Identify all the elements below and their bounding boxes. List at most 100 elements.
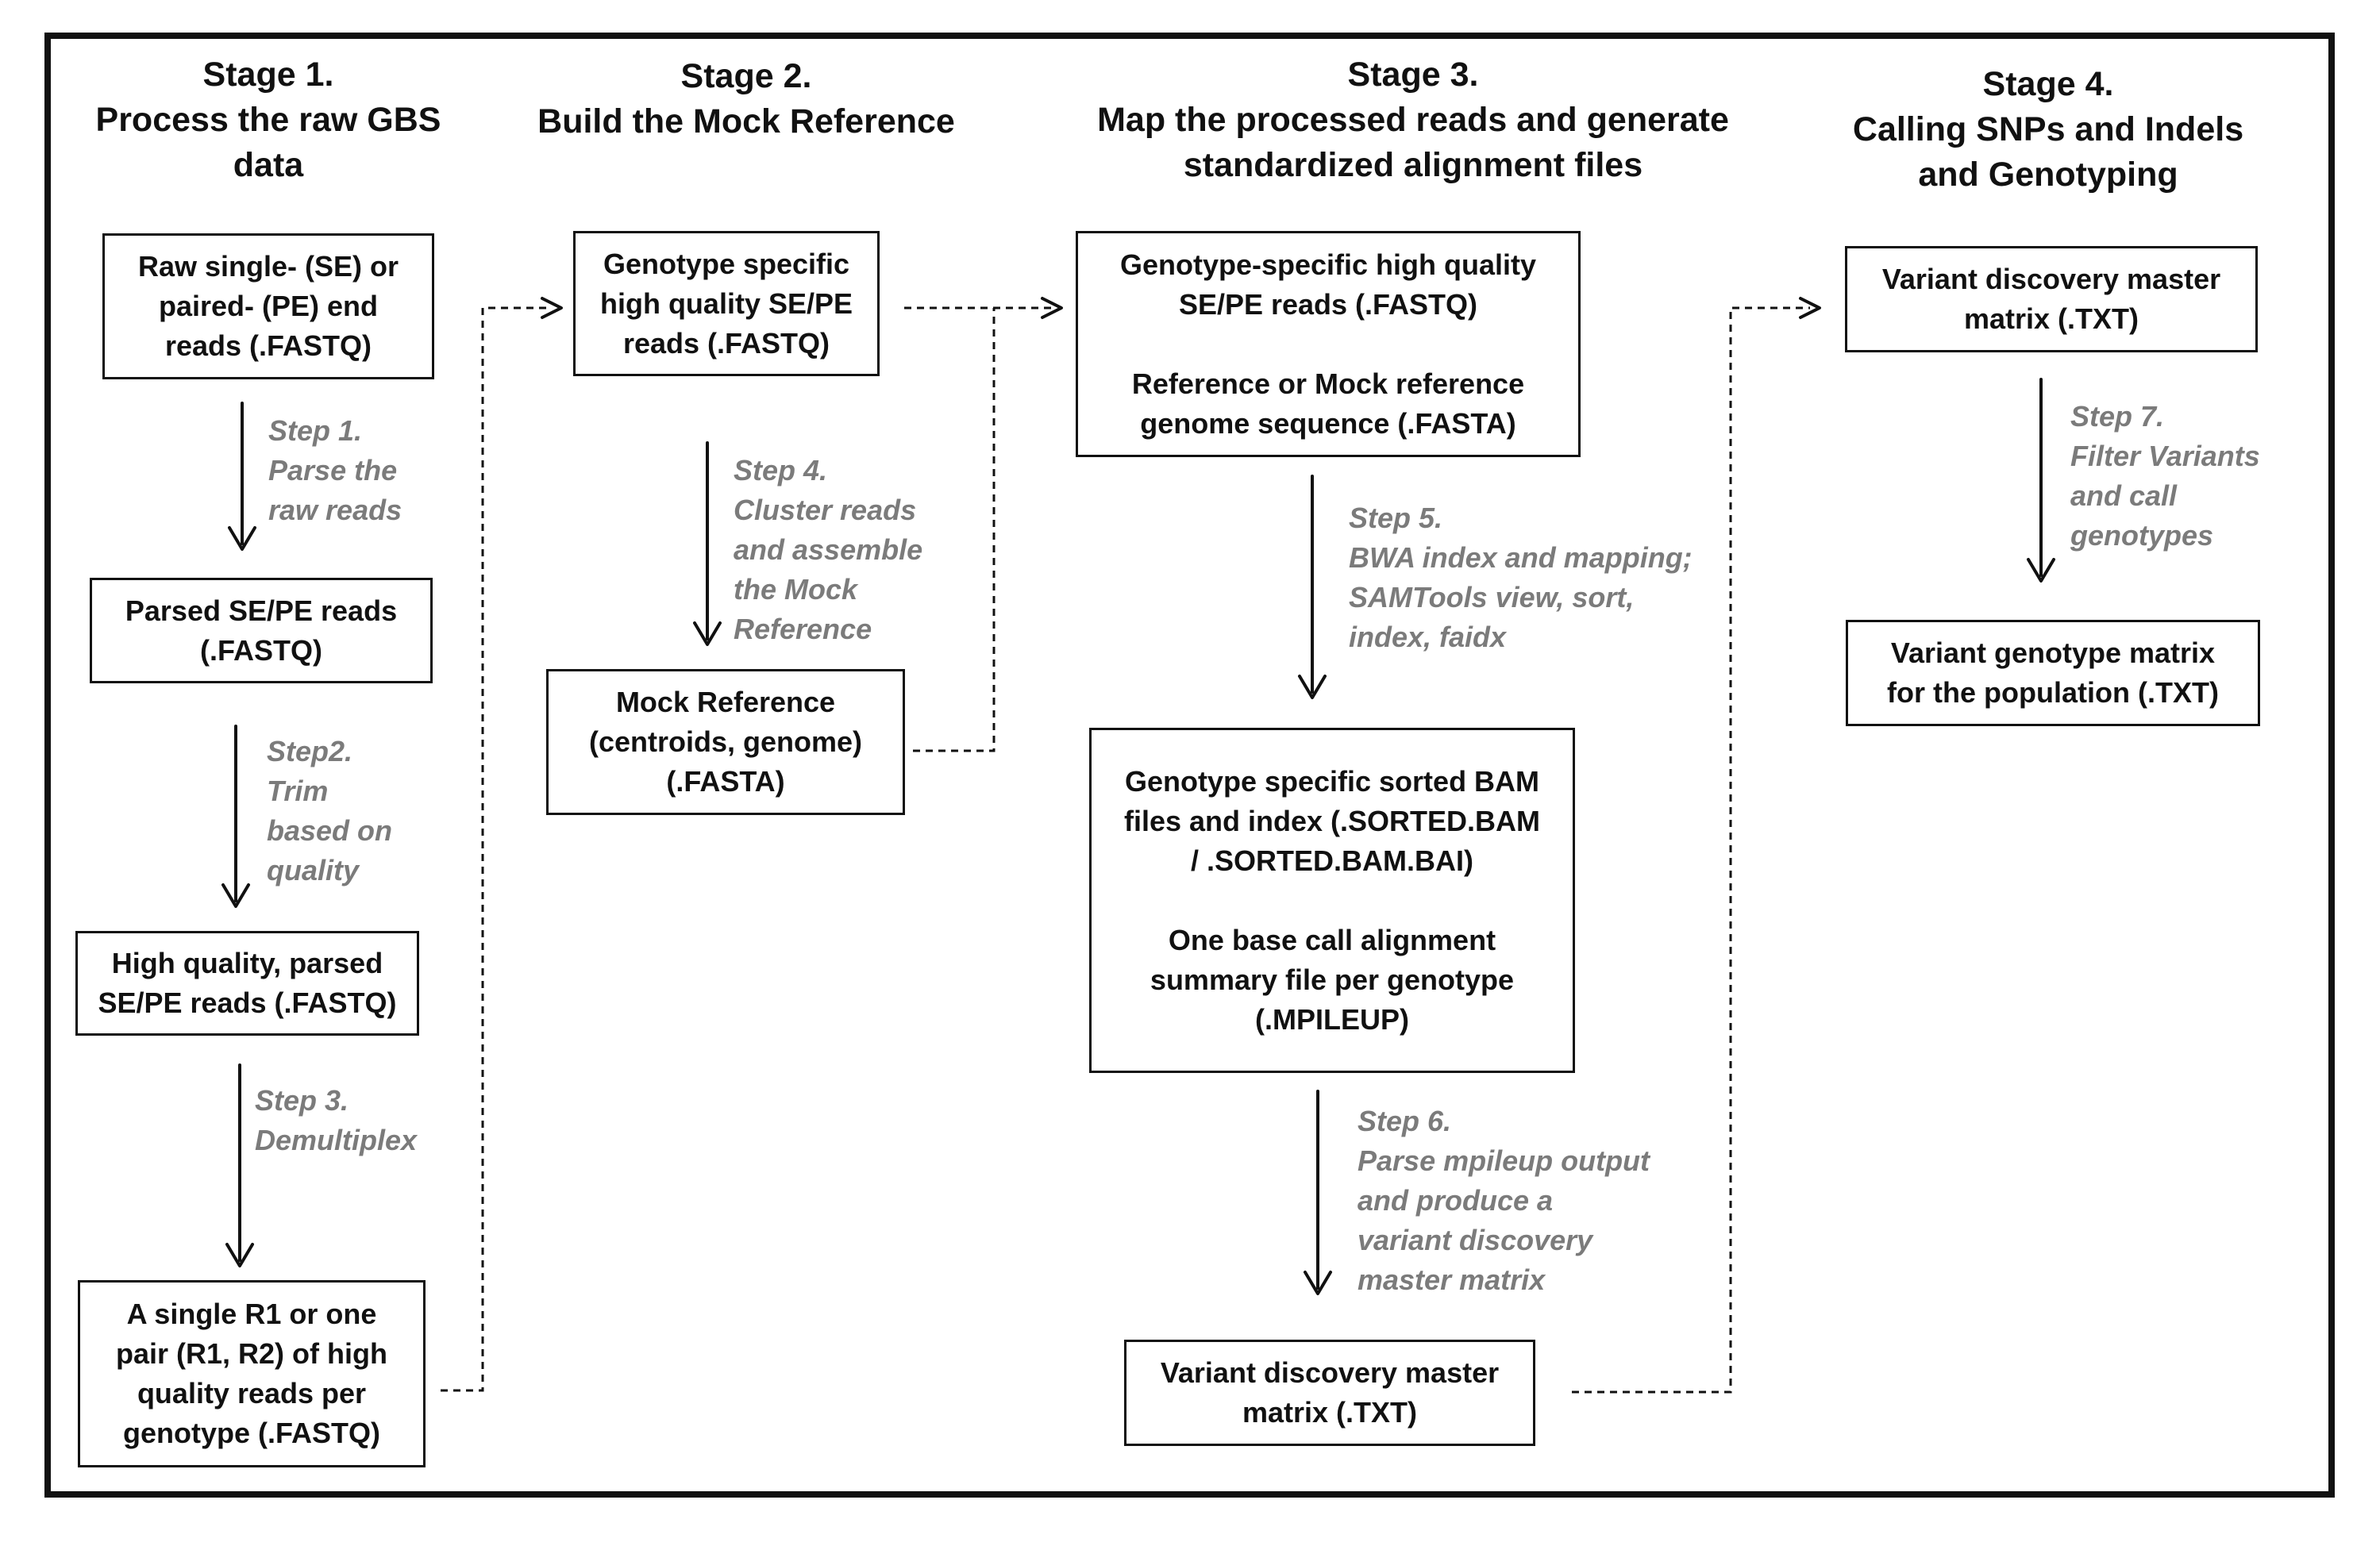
- step-text: Step 1.: [268, 414, 363, 447]
- step-text: and call: [2070, 479, 2178, 512]
- box-text: Mock Reference: [615, 686, 836, 718]
- box-text: summary file per genotype: [1150, 963, 1515, 996]
- step-text: Reference: [734, 613, 872, 645]
- stage1-title-line2: data: [233, 146, 304, 184]
- stage2-header: Stage 2. Build the Mock Reference: [508, 54, 984, 144]
- dashed-connector-stage3-to-stage4: [1572, 306, 1810, 1394]
- box-text: files and index (.SORTED.BAM: [1123, 804, 1541, 837]
- arrow-step7-head: [2027, 558, 2055, 583]
- step-text: Parse the: [268, 454, 398, 486]
- box-text: (.FASTQ): [200, 633, 322, 667]
- stage1-header: Stage 1. Process the raw GBS data: [73, 52, 464, 188]
- arrow-step3-head: [225, 1243, 254, 1267]
- box-text: Variant genotype matrix: [1890, 636, 2216, 669]
- step-text: variant discovery: [1358, 1224, 1593, 1256]
- box-mock-reference: Mock Reference (centroids, genome) (.FAS…: [546, 669, 905, 815]
- box-variant-matrix-stage4: Variant discovery master matrix (.TXT): [1845, 246, 2258, 352]
- box-text: Genotype specific sorted BAM: [1124, 764, 1540, 798]
- dashed-connector-stage1-head: [541, 297, 563, 319]
- step-text: Step 5.: [1349, 502, 1443, 534]
- step-text: raw reads: [268, 494, 402, 526]
- step-text: Step 3.: [255, 1084, 349, 1117]
- box-text: Variant discovery master: [1160, 1356, 1500, 1389]
- diagram-frame: [44, 33, 2335, 1498]
- stage3-header: Stage 3. Map the processed reads and gen…: [1056, 52, 1770, 188]
- stage4-label: Stage 4.: [1982, 65, 2114, 103]
- stage1-title-line1: Process the raw GBS: [95, 101, 441, 139]
- box-hq-parsed-reads: High quality, parsed SE/PE reads (.FASTQ…: [75, 931, 419, 1036]
- step6-label: Step 6. Parse mpileup output and produce…: [1358, 1102, 1650, 1300]
- stage3-title-line2: standardized alignment files: [1183, 146, 1643, 184]
- step-text: index, faidx: [1349, 621, 1507, 653]
- box-text: High quality, parsed: [111, 947, 383, 979]
- box-text: pair (R1, R2) of high: [116, 1337, 387, 1370]
- stage4-header: Stage 4. Calling SNPs and Indels and Gen…: [1834, 62, 2263, 198]
- box-variant-matrix-stage3: Variant discovery master matrix (.TXT): [1124, 1340, 1535, 1446]
- step7-label: Step 7. Filter Variants and call genotyp…: [2070, 397, 2260, 556]
- step-text: based on: [267, 814, 393, 847]
- step-text: Demultiplex: [255, 1124, 418, 1156]
- box-text: matrix (.TXT): [1963, 302, 2139, 335]
- box-text: genotype (.FASTQ): [123, 1417, 380, 1449]
- stage2-label: Stage 2.: [680, 57, 812, 95]
- step-text: Cluster reads: [734, 494, 917, 526]
- arrow-step5-head: [1298, 675, 1327, 699]
- stage3-title-line1: Map the processed reads and generate: [1097, 101, 1729, 139]
- step-text: master matrix: [1358, 1263, 1546, 1296]
- step-text: and assemble: [734, 533, 923, 566]
- step-text: the Mock: [734, 573, 858, 606]
- box-text: A single R1 or one: [126, 1298, 377, 1330]
- box-single-r1-pair: A single R1 or one pair (R1, R2) of high…: [78, 1280, 426, 1467]
- box-text: Variant discovery master: [1881, 263, 2221, 295]
- step-text: Trim: [267, 775, 329, 807]
- box-text: matrix (.TXT): [1242, 1396, 1418, 1429]
- box-text: (centroids, genome): [588, 725, 863, 758]
- step-text: Parse mpileup output: [1358, 1144, 1650, 1177]
- step1-label: Step 1. Parse the raw reads: [268, 411, 402, 530]
- stage4-title-line1: Calling SNPs and Indels: [1852, 110, 2244, 148]
- box-text: / .SORTED.BAM.BAI): [1191, 844, 1473, 877]
- stage2-title: Build the Mock Reference: [537, 102, 955, 140]
- arrow-step2-head: [221, 883, 250, 908]
- step-text: Step 6.: [1358, 1105, 1452, 1137]
- step-text: Step 4.: [734, 454, 828, 486]
- arrow-step4-head: [693, 621, 722, 646]
- dashed-connector-stage1-to-stage2: [441, 306, 552, 1392]
- step-text: Step 7.: [2070, 400, 2165, 433]
- box-text: quality reads per: [137, 1377, 367, 1409]
- step-text: quality: [267, 854, 360, 886]
- box-text: Reference or Mock reference: [1131, 367, 1525, 400]
- stage1-label: Stage 1.: [202, 56, 334, 94]
- dashed-connector-stage2-head: [1041, 297, 1063, 319]
- box-text: genome sequence (.FASTA): [1140, 406, 1516, 440]
- box-raw-reads: Raw single- (SE) or paired- (PE) end rea…: [102, 233, 434, 379]
- step2-label: Step2. Trim based on quality: [267, 732, 392, 890]
- arrow-step1-head: [228, 526, 256, 551]
- step3-label: Step 3. Demultiplex: [255, 1081, 417, 1160]
- box-text: reads (.FASTQ): [622, 326, 830, 360]
- box-text: Genotype-specific high quality: [1119, 248, 1537, 281]
- box-text: Raw single- (SE) or: [137, 250, 399, 283]
- box-genotype-hq-reads: Genotype specific high quality SE/PE rea…: [573, 231, 880, 376]
- box-text: Parsed SE/PE reads: [125, 594, 398, 627]
- box-text: Genotype specific: [603, 247, 850, 280]
- step-text: genotypes: [2070, 519, 2214, 552]
- box-text: reads (.FASTQ): [164, 329, 372, 362]
- step-text: Filter Variants: [2070, 440, 2260, 472]
- box-sorted-bam-mpileup: Genotype specific sorted BAM files and i…: [1089, 728, 1575, 1073]
- box-text: high quality SE/PE: [599, 287, 853, 320]
- box-text: paired- (PE) end: [158, 290, 379, 322]
- step-text: SAMTools view, sort,: [1349, 581, 1635, 613]
- box-text: SE/PE reads (.FASTQ): [98, 986, 397, 1019]
- dashed-connector-stage3-head: [1799, 297, 1821, 319]
- box-map-inputs: Genotype-specific high quality SE/PE rea…: [1076, 231, 1581, 457]
- box-text: (.MPILEUP): [1255, 1002, 1409, 1036]
- step-text: Step2.: [267, 735, 353, 767]
- box-text: One base call alignment: [1168, 923, 1496, 956]
- box-parsed-reads: Parsed SE/PE reads (.FASTQ): [90, 578, 433, 683]
- stage4-title-line2: and Genotyping: [1918, 156, 2178, 194]
- arrow-step6-head: [1304, 1271, 1332, 1295]
- dashed-connector-stage2-to-stage3: [904, 306, 1052, 752]
- step5-label: Step 5. BWA index and mapping; SAMTools …: [1349, 498, 1693, 657]
